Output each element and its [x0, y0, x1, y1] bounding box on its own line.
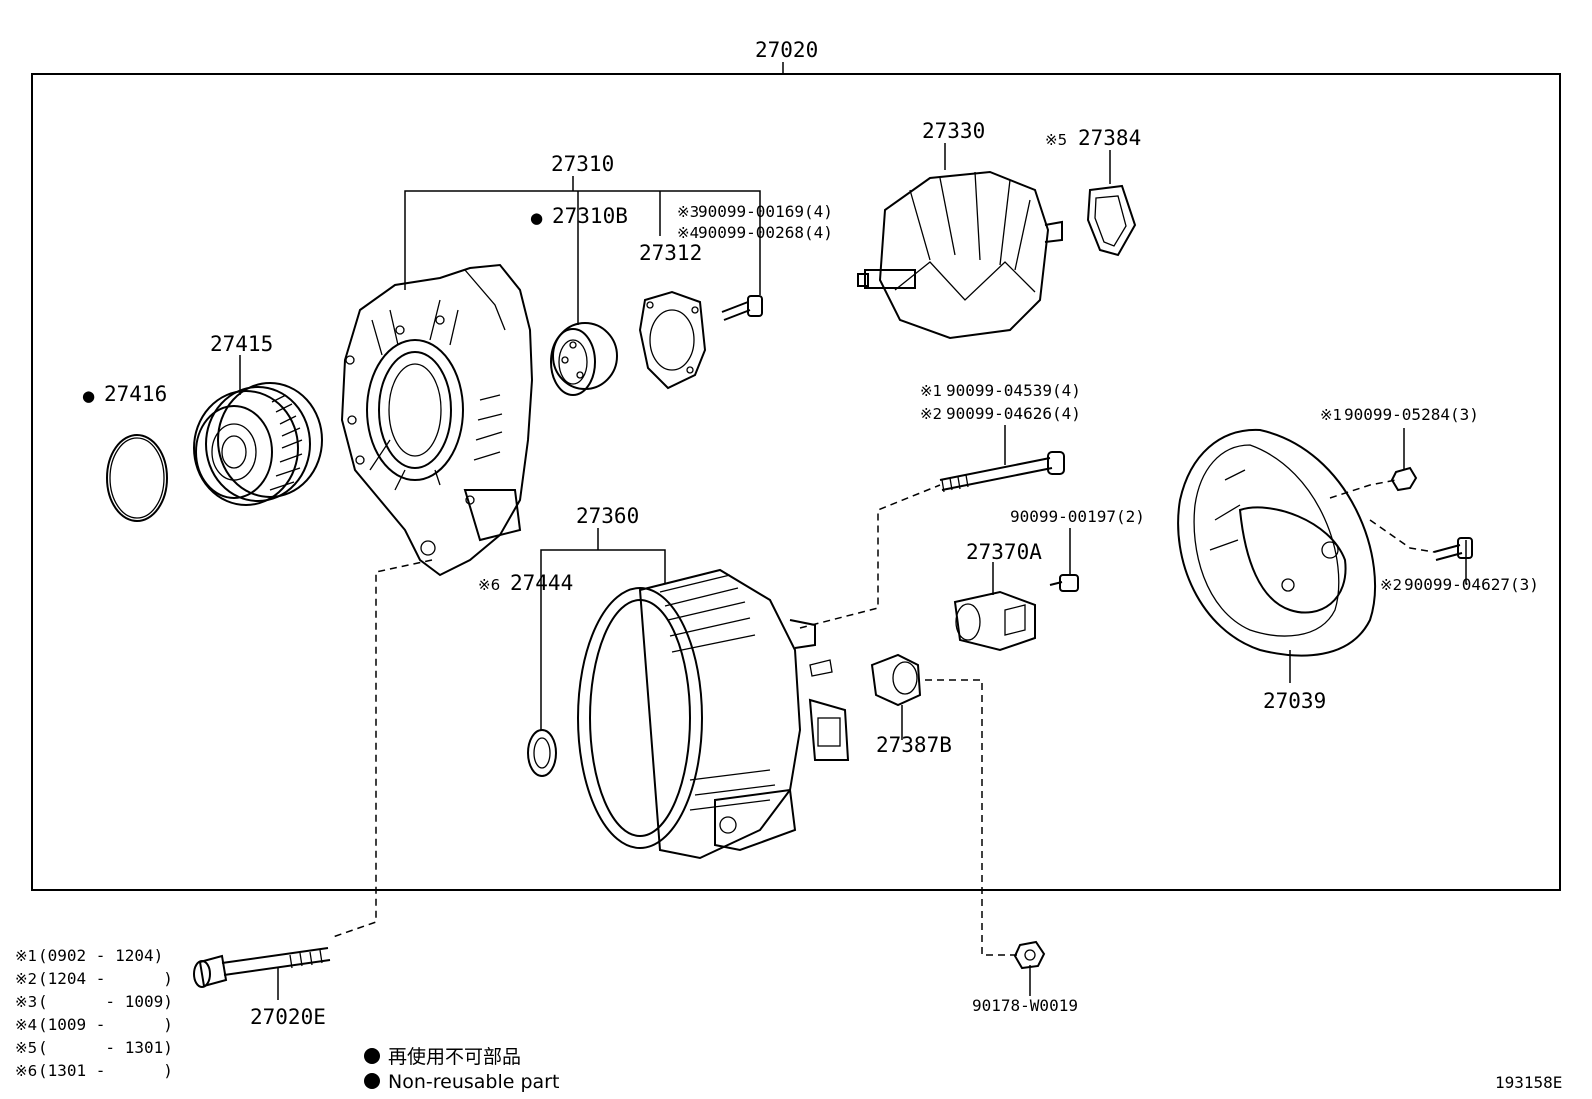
label-27384: 27384	[1078, 126, 1141, 150]
part-bolt-04539	[939, 425, 1065, 493]
note-5-range: ( - 1301)	[38, 1038, 173, 1057]
label-90099-00169: 90099-00169(4)	[698, 202, 833, 221]
label-90099-04626: 90099-04626(4)	[946, 404, 1081, 423]
dashed-line-05284	[1329, 479, 1397, 499]
part-27444-seal	[527, 729, 557, 777]
note-1-mark: ※1	[15, 947, 37, 965]
label-27330: 27330	[922, 119, 985, 143]
part-nut-05284	[1390, 428, 1418, 492]
note-2-mark: ※2	[15, 970, 37, 988]
assembly-frame	[31, 73, 1561, 891]
part-90178-nut	[1013, 940, 1046, 996]
part-bolt-04627	[1433, 537, 1473, 584]
mark-4-00268: ※4	[677, 224, 699, 242]
label-90099-04627: 90099-04627(3)	[1404, 575, 1539, 594]
label-27360: 27360	[576, 504, 639, 528]
label-90099-05284: 90099-05284(3)	[1344, 405, 1479, 424]
part-27387B-grommet	[870, 653, 922, 740]
label-90099-00197: 90099-00197(2)	[1010, 507, 1145, 526]
note-3-mark: ※3	[15, 993, 37, 1011]
part-screw-00197	[1049, 528, 1079, 592]
dashed-line-27020E	[329, 559, 433, 939]
note-4-mark: ※4	[15, 1016, 37, 1034]
note-5-mark: ※5	[15, 1039, 37, 1057]
label-27387B: 27387B	[876, 733, 952, 757]
legend-bullet-jp	[364, 1048, 380, 1064]
dashed-line-04539	[799, 484, 941, 629]
part-27370A-connector	[953, 562, 1036, 652]
mark-2-04627: ※2	[1380, 576, 1402, 594]
mark-5-27384: ※5	[1045, 131, 1067, 149]
label-27415: 27415	[210, 332, 273, 356]
bullet-27310B: ●	[530, 209, 543, 227]
label-27444: 27444	[510, 571, 573, 595]
part-screw-00169	[721, 295, 763, 321]
mark-3-00169: ※3	[677, 203, 699, 221]
note-1-range: (0902 - 1204)	[38, 946, 163, 965]
mark-6-27444: ※6	[478, 576, 500, 594]
mark-2-04626: ※2	[920, 405, 942, 423]
leader-27310	[404, 176, 761, 325]
note-6-range: (1301 - )	[38, 1061, 173, 1080]
part-27310B-bearing	[550, 322, 618, 396]
part-27384-ring	[1086, 150, 1137, 257]
leader-27360	[540, 528, 666, 730]
label-27370A: 27370A	[966, 540, 1042, 564]
label-90178-W0019: 90178-W0019	[972, 996, 1078, 1015]
part-27360-stator	[577, 568, 850, 860]
note-2-range: (1204 - )	[38, 969, 173, 988]
note-6-mark: ※6	[15, 1062, 37, 1080]
note-3-range: ( - 1009)	[38, 992, 173, 1011]
legend: 再使用不可部品 Non-reusable part	[364, 1046, 559, 1093]
figure-id: 193158E	[1495, 1073, 1562, 1092]
legend-en: Non-reusable part	[388, 1071, 559, 1093]
label-27310B: 27310B	[552, 204, 628, 228]
legend-bullet-en	[364, 1073, 380, 1089]
label-27020E: 27020E	[250, 1005, 326, 1029]
part-27312-retainer	[638, 290, 707, 390]
part-27330-rotor	[857, 143, 1063, 340]
label-27039: 27039	[1263, 689, 1326, 713]
dashed-line-04627	[1369, 519, 1435, 553]
part-27415-pulley	[193, 355, 323, 506]
label-27416: 27416	[104, 382, 167, 406]
note-4-range: (1009 - )	[38, 1015, 173, 1034]
mark-1-05284: ※1	[1320, 406, 1342, 424]
part-27020E-bolt	[193, 947, 331, 1000]
dashed-line-90178	[925, 679, 1018, 956]
legend-jp: 再使用不可部品	[388, 1046, 521, 1068]
serial-notes: ※1 (0902 - 1204) ※2 (1204 - ) ※3 ( - 100…	[15, 946, 173, 1080]
part-27039-rear-cover	[1177, 428, 1377, 683]
part-27416-cover	[106, 434, 168, 522]
label-90099-00268: 90099-00268(4)	[698, 223, 833, 242]
mark-1-04539: ※1	[920, 382, 942, 400]
part-drive-end-frame	[340, 263, 534, 577]
bullet-27416: ●	[82, 387, 95, 405]
label-27020: 27020	[755, 38, 818, 62]
label-27310: 27310	[551, 152, 614, 176]
label-90099-04539: 90099-04539(4)	[946, 381, 1081, 400]
label-27312: 27312	[639, 241, 702, 265]
